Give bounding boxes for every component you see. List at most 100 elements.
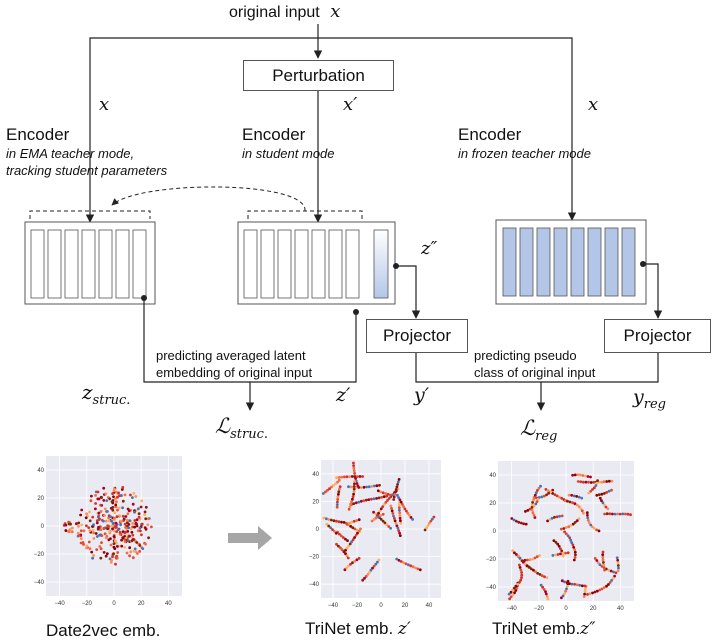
scatter-point — [586, 513, 589, 517]
scatter-point — [580, 584, 584, 588]
scatter-point — [602, 561, 605, 564]
scatter-point — [147, 517, 150, 521]
scatter-point — [352, 461, 355, 465]
scatter-point — [110, 500, 114, 504]
frozen-encoder-mode: in frozen teacher mode — [458, 146, 591, 161]
scatter-point — [118, 514, 121, 517]
scatter-point — [389, 493, 392, 497]
scatter-point — [92, 531, 95, 535]
scatter-point — [97, 525, 100, 529]
scatter-point — [372, 518, 376, 521]
scatter-point — [338, 485, 342, 489]
scatter-point — [607, 568, 611, 572]
scatter-point — [509, 595, 513, 599]
scatter-point — [533, 556, 537, 560]
scatter-point — [75, 522, 78, 526]
scatter-point — [595, 559, 599, 562]
scatter-point — [610, 479, 614, 483]
scatter-point — [538, 573, 542, 576]
scatter-point — [327, 524, 331, 528]
scatter-point — [84, 516, 88, 520]
scatter-point — [140, 533, 143, 537]
scatter-point — [377, 515, 380, 518]
scatter-point — [536, 497, 540, 501]
scatter-point — [533, 516, 537, 519]
scatter-point — [374, 562, 378, 566]
trinet-z-prime-caption-var: z′ — [397, 619, 411, 639]
scatter-point — [616, 569, 620, 573]
scatter-point — [580, 496, 584, 500]
scatter-point — [347, 507, 351, 511]
scatter-point — [109, 543, 113, 547]
scatter-point — [607, 479, 611, 483]
scatter-point — [394, 490, 397, 494]
scatter-point — [542, 494, 546, 498]
ema-encoder-mode-line1: in EMA teacher mode, — [6, 146, 135, 161]
y-tick-label: 0 — [493, 529, 497, 535]
scatter-point — [570, 493, 574, 497]
scatter-point — [598, 563, 602, 566]
scatter-point — [531, 511, 535, 515]
scatter-point — [558, 514, 561, 518]
scatter-point — [508, 597, 511, 601]
scatter-point — [587, 480, 590, 484]
scatter-point — [557, 544, 561, 548]
scatter-point — [586, 519, 590, 522]
scatter-point — [593, 527, 596, 530]
scatter-point — [344, 552, 347, 556]
scatter-point — [121, 499, 125, 503]
scatter-point — [395, 524, 399, 528]
scatter-point — [426, 524, 430, 527]
scatter-point — [353, 475, 357, 478]
scatter-point — [568, 500, 572, 504]
scatter-point — [394, 488, 398, 491]
scatter-point — [372, 497, 376, 501]
scatter-point — [564, 589, 567, 593]
scatter-point — [144, 505, 148, 509]
scatter-point — [80, 508, 84, 512]
scatter-point — [370, 485, 374, 488]
scatter-point — [337, 478, 341, 482]
scatter-point — [518, 556, 522, 560]
scatter-point — [114, 562, 117, 566]
scatter-point — [409, 516, 413, 519]
scatter-point — [114, 539, 117, 543]
scatter-point — [324, 517, 328, 521]
scatter-point — [560, 514, 564, 518]
scatter-point — [605, 491, 609, 494]
scatter-point — [112, 552, 115, 556]
scatter-point — [90, 494, 93, 498]
scatter-point — [513, 591, 516, 595]
scatter-point — [603, 568, 606, 572]
scatter-point — [133, 510, 136, 514]
scatter-point — [376, 489, 380, 493]
scatter-point — [382, 503, 386, 506]
original-input-label: original input x — [229, 1, 340, 22]
scatter-point — [536, 489, 539, 492]
scatter-point — [567, 525, 571, 529]
scatter-point — [108, 497, 112, 501]
scatter-point — [329, 526, 332, 530]
scatter-point — [360, 486, 363, 489]
scatter-point — [398, 498, 402, 502]
scatter-point — [544, 592, 548, 596]
scatter-point — [568, 536, 572, 540]
scatter-point — [600, 480, 603, 484]
scatter-point — [399, 500, 403, 504]
scatter-point — [332, 484, 335, 487]
x-tick-label: 0 — [112, 601, 116, 607]
y-tick-label: −40 — [309, 582, 320, 588]
scatter-point — [603, 492, 606, 495]
scatter-point — [594, 484, 598, 487]
scatter-point — [134, 495, 138, 498]
scatter-point — [530, 506, 534, 509]
x-prime-var: x′ — [343, 94, 358, 115]
scatter-point — [347, 544, 351, 548]
scatter-point — [391, 512, 395, 515]
scatter-point — [538, 554, 541, 557]
projector-left-label: Projector — [382, 326, 452, 345]
scatter-point — [70, 530, 74, 534]
scatter-point — [587, 521, 591, 525]
scatter-point — [135, 518, 139, 522]
